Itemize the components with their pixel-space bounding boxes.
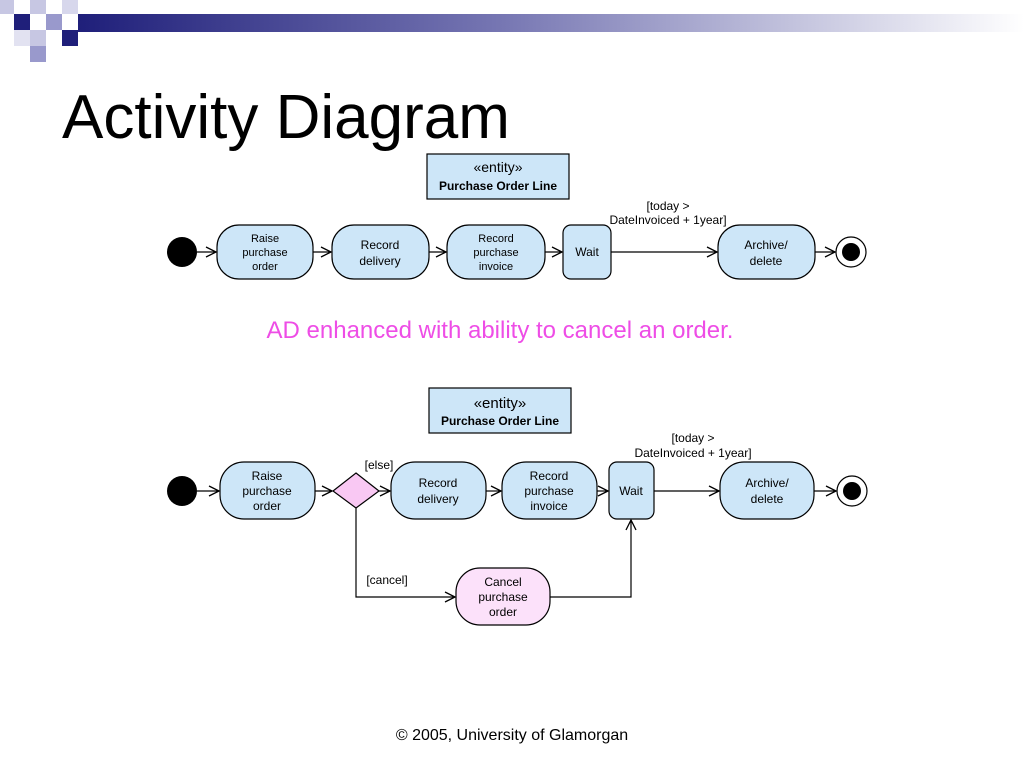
else-guard-label: [else] <box>365 458 394 472</box>
activity-raise-purchase-order: Raise purchase order <box>216 224 314 280</box>
svg-text:Wait: Wait <box>619 484 643 498</box>
svg-text:Archive/: Archive/ <box>745 476 789 490</box>
svg-text:purchase: purchase <box>524 484 574 498</box>
svg-text:Wait: Wait <box>575 245 599 259</box>
svg-text:purchase: purchase <box>473 247 518 259</box>
activity-record-purchase-invoice: Record purchase invoice <box>501 461 598 520</box>
cancel-guard-label: [cancel] <box>366 573 407 587</box>
slide-title: Activity Diagram <box>62 83 510 152</box>
entity-name: Purchase Order Line <box>439 179 557 193</box>
entity-object: «entity» Purchase Order Line <box>428 387 572 434</box>
svg-text:DateInvoiced + 1year]: DateInvoiced + 1year] <box>634 446 751 460</box>
svg-text:invoice: invoice <box>530 499 568 513</box>
time-guard-label: [today > <box>671 431 714 445</box>
activity-record-delivery: Record delivery <box>390 461 487 520</box>
svg-text:Raise: Raise <box>251 233 279 245</box>
svg-text:Record: Record <box>361 238 400 252</box>
activity-record-purchase-invoice: Record purchase invoice <box>446 224 546 280</box>
activity-wait: Wait <box>562 224 612 280</box>
svg-text:delivery: delivery <box>417 492 458 506</box>
transition-cancel-to-wait <box>550 520 631 598</box>
svg-text:Archive/: Archive/ <box>744 238 788 252</box>
slide-subtitle: AD enhanced with ability to cancel an or… <box>266 317 734 344</box>
svg-text:purchase: purchase <box>242 247 287 259</box>
svg-text:delete: delete <box>750 254 783 268</box>
transition-cancel <box>355 508 455 597</box>
activity-record-delivery: Record delivery <box>331 224 430 280</box>
svg-text:Record: Record <box>530 469 569 483</box>
time-guard-label: [today > <box>646 199 689 213</box>
entity-stereotype: «entity» <box>474 395 527 412</box>
svg-text:Cancel: Cancel <box>484 575 521 589</box>
diagram-enhanced: «entity» Purchase Order Line Raise purch… <box>167 387 868 626</box>
final-node <box>835 236 867 268</box>
entity-name: Purchase Order Line <box>441 414 559 428</box>
svg-text:order: order <box>253 499 281 513</box>
svg-text:delivery: delivery <box>359 254 400 268</box>
svg-text:Record: Record <box>419 476 458 490</box>
initial-node <box>167 476 197 506</box>
activity-raise-purchase-order: Raise purchase order <box>219 461 316 520</box>
entity-stereotype: «entity» <box>473 159 522 175</box>
entity-object: «entity» Purchase Order Line <box>426 153 570 200</box>
activity-wait: Wait <box>608 461 655 520</box>
svg-text:Raise: Raise <box>252 469 283 483</box>
decision-node <box>332 472 380 509</box>
initial-node <box>167 237 197 267</box>
svg-text:invoice: invoice <box>479 261 513 273</box>
header-decoration <box>0 0 1024 62</box>
copyright-footer: © 2005, University of Glamorgan <box>395 727 629 744</box>
svg-text:DateInvoiced + 1year]: DateInvoiced + 1year] <box>609 213 726 227</box>
svg-text:order: order <box>489 605 517 619</box>
final-node <box>836 475 868 507</box>
activity-cancel-purchase-order: Cancel purchase order <box>455 567 551 626</box>
svg-text:order: order <box>252 261 278 273</box>
svg-text:purchase: purchase <box>242 484 292 498</box>
activity-archive-delete: Archive/ delete <box>717 224 816 280</box>
svg-text:Record: Record <box>478 233 513 245</box>
activity-archive-delete: Archive/ delete <box>719 461 815 520</box>
svg-text:delete: delete <box>751 492 784 506</box>
svg-text:purchase: purchase <box>478 590 528 604</box>
diagram-original: «entity» Purchase Order Line Raise purch… <box>167 153 867 280</box>
